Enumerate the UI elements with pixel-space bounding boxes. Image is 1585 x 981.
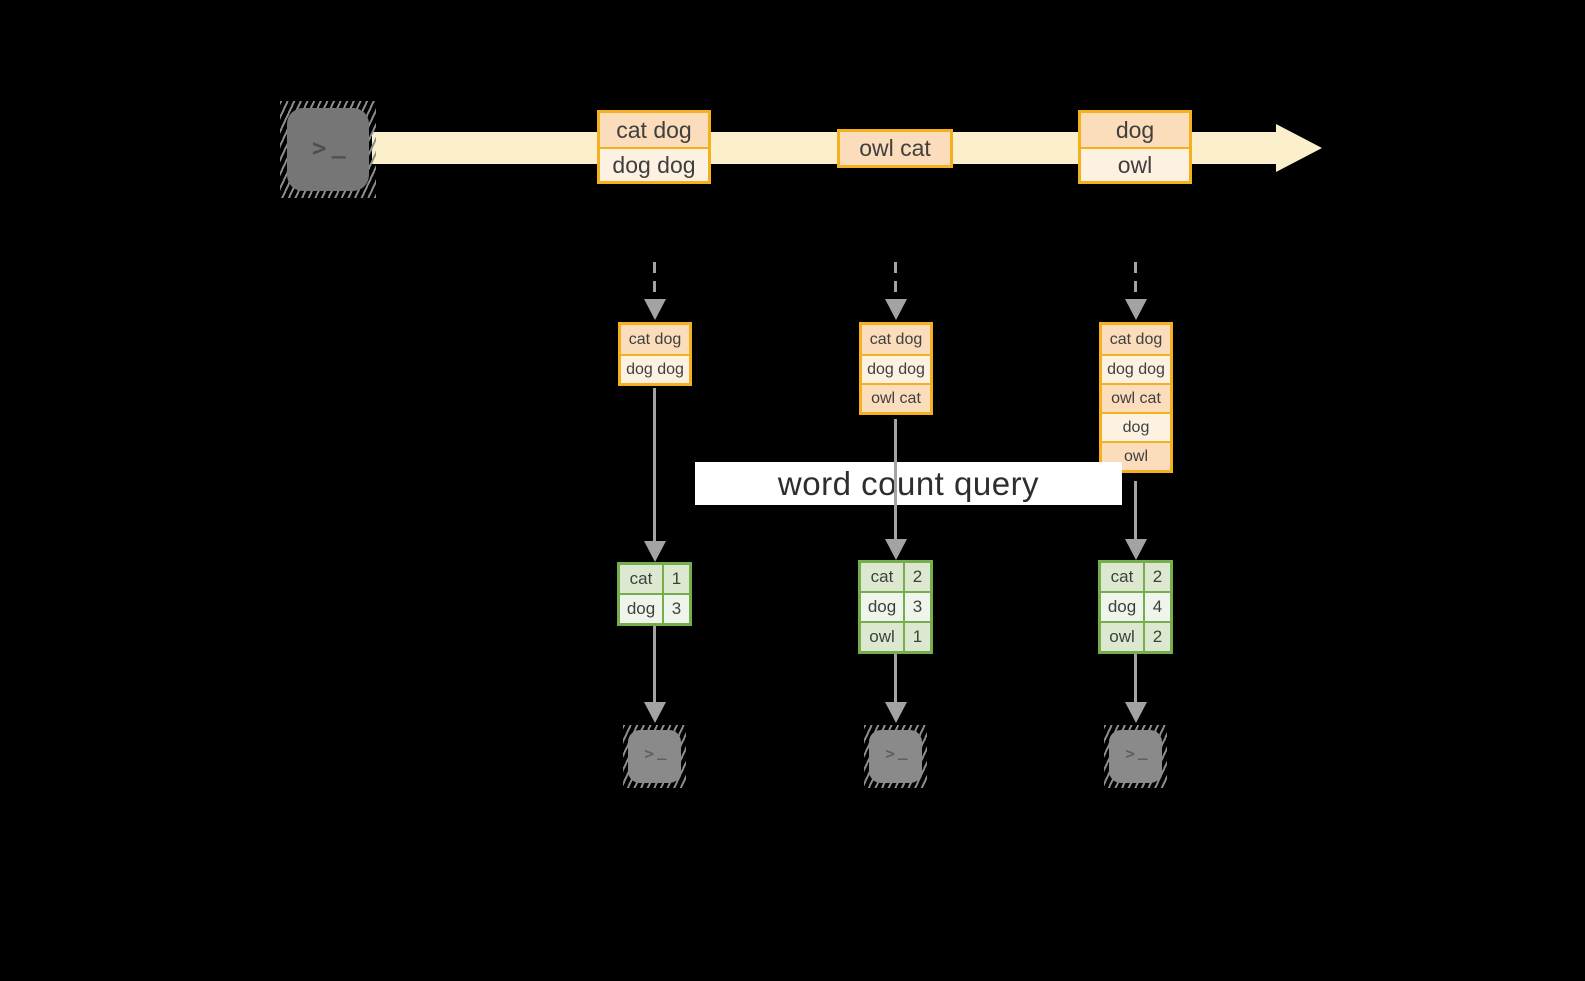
table-row: cat 2 bbox=[1101, 563, 1170, 591]
ingest-arrow-3 bbox=[1134, 262, 1137, 300]
stream-record: cat dog bbox=[600, 113, 708, 147]
table-row: owl 2 bbox=[1101, 621, 1170, 651]
word-cell: dog bbox=[861, 593, 903, 621]
terminal-prompt-icon: > _ bbox=[1125, 741, 1148, 763]
buffer-record: cat dog bbox=[621, 325, 689, 354]
input-buffer-3: cat dog dog dog owl cat dog owl bbox=[1099, 322, 1173, 473]
count-cell: 2 bbox=[903, 563, 930, 591]
stream-record: owl cat bbox=[840, 132, 950, 165]
sink-terminal-icon-1: > _ bbox=[623, 725, 686, 788]
stream-record: dog bbox=[1081, 113, 1189, 147]
buffer-record: dog dog bbox=[862, 354, 930, 383]
table-row: cat 1 bbox=[620, 565, 689, 593]
query-arrowhead-1-icon bbox=[644, 541, 666, 562]
output-arrow-3 bbox=[1134, 654, 1137, 703]
word-count-table-2: cat 2 dog 3 owl 1 bbox=[858, 560, 933, 654]
terminal-screen: > _ bbox=[287, 108, 369, 191]
word-cell: dog bbox=[620, 595, 662, 623]
table-row: dog 3 bbox=[620, 593, 689, 623]
ingest-arrowhead-2-icon bbox=[885, 299, 907, 320]
query-arrowhead-2-icon bbox=[885, 539, 907, 560]
sink-terminal-icon-2: > _ bbox=[864, 725, 927, 788]
output-arrow-1 bbox=[653, 626, 656, 703]
table-row: owl 1 bbox=[861, 621, 930, 651]
word-count-table-3: cat 2 dog 4 owl 2 bbox=[1098, 560, 1173, 654]
terminal-chevron-icon: > bbox=[312, 134, 327, 162]
sink-terminal-icon-3: > _ bbox=[1104, 725, 1167, 788]
terminal-prompt-icon: > _ bbox=[644, 741, 667, 763]
buffer-record: owl cat bbox=[862, 383, 930, 412]
ingest-arrow-2 bbox=[894, 262, 897, 300]
table-row: dog 4 bbox=[1101, 591, 1170, 621]
input-buffer-2: cat dog dog dog owl cat bbox=[859, 322, 933, 415]
terminal-underscore-icon: _ bbox=[1138, 741, 1148, 760]
count-cell: 3 bbox=[903, 593, 930, 621]
terminal-screen: > _ bbox=[1109, 730, 1162, 783]
count-cell: 2 bbox=[1143, 563, 1170, 591]
stream-batch-2: owl cat bbox=[837, 129, 953, 168]
terminal-chevron-icon: > bbox=[1125, 744, 1135, 763]
terminal-chevron-icon: > bbox=[644, 744, 654, 763]
count-cell: 3 bbox=[662, 595, 689, 623]
stream-batch-1: cat dog dog dog bbox=[597, 110, 711, 184]
query-label-box: word count query bbox=[695, 462, 1122, 505]
stream-band-arrowhead-icon bbox=[1276, 124, 1322, 172]
terminal-prompt-icon: > _ bbox=[312, 131, 347, 162]
output-arrowhead-1-icon bbox=[644, 702, 666, 723]
word-cell: cat bbox=[620, 565, 662, 593]
query-arrowhead-3-icon bbox=[1125, 539, 1147, 560]
word-count-table-1: cat 1 dog 3 bbox=[617, 562, 692, 626]
word-cell: cat bbox=[1101, 563, 1143, 591]
buffer-record: dog dog bbox=[1102, 354, 1170, 383]
count-cell: 2 bbox=[1143, 623, 1170, 651]
terminal-underscore-icon: _ bbox=[657, 741, 667, 760]
stream-batch-3: dog owl bbox=[1078, 110, 1192, 184]
word-cell: owl bbox=[861, 623, 903, 651]
word-cell: cat bbox=[861, 563, 903, 591]
output-arrowhead-2-icon bbox=[885, 702, 907, 723]
buffer-record: cat dog bbox=[1102, 325, 1170, 354]
buffer-record: dog bbox=[1102, 412, 1170, 441]
terminal-prompt-icon: > _ bbox=[885, 741, 908, 763]
terminal-screen: > _ bbox=[628, 730, 681, 783]
input-buffer-1: cat dog dog dog bbox=[618, 322, 692, 386]
query-label: word count query bbox=[777, 464, 1040, 502]
source-terminal-icon: > _ bbox=[280, 101, 376, 198]
output-arrow-2 bbox=[894, 654, 897, 703]
count-cell: 1 bbox=[662, 565, 689, 593]
terminal-chevron-icon: > bbox=[885, 744, 895, 763]
stream-record: dog dog bbox=[600, 147, 708, 181]
count-cell: 1 bbox=[903, 623, 930, 651]
ingest-arrowhead-3-icon bbox=[1125, 299, 1147, 320]
query-arrow-2 bbox=[894, 419, 897, 540]
word-cell: dog bbox=[1101, 593, 1143, 621]
query-arrow-1 bbox=[653, 388, 656, 542]
query-arrow-3 bbox=[1134, 481, 1137, 540]
table-row: dog 3 bbox=[861, 591, 930, 621]
buffer-record: owl cat bbox=[1102, 383, 1170, 412]
ingest-arrow-1 bbox=[653, 262, 656, 300]
output-arrowhead-3-icon bbox=[1125, 702, 1147, 723]
terminal-screen: > _ bbox=[869, 730, 922, 783]
ingest-arrowhead-1-icon bbox=[644, 299, 666, 320]
terminal-underscore-icon: _ bbox=[331, 131, 347, 159]
word-cell: owl bbox=[1101, 623, 1143, 651]
terminal-underscore-icon: _ bbox=[898, 741, 908, 760]
table-row: cat 2 bbox=[861, 563, 930, 591]
buffer-record: dog dog bbox=[621, 354, 689, 383]
count-cell: 4 bbox=[1143, 593, 1170, 621]
stream-record: owl bbox=[1081, 147, 1189, 181]
buffer-record: cat dog bbox=[862, 325, 930, 354]
